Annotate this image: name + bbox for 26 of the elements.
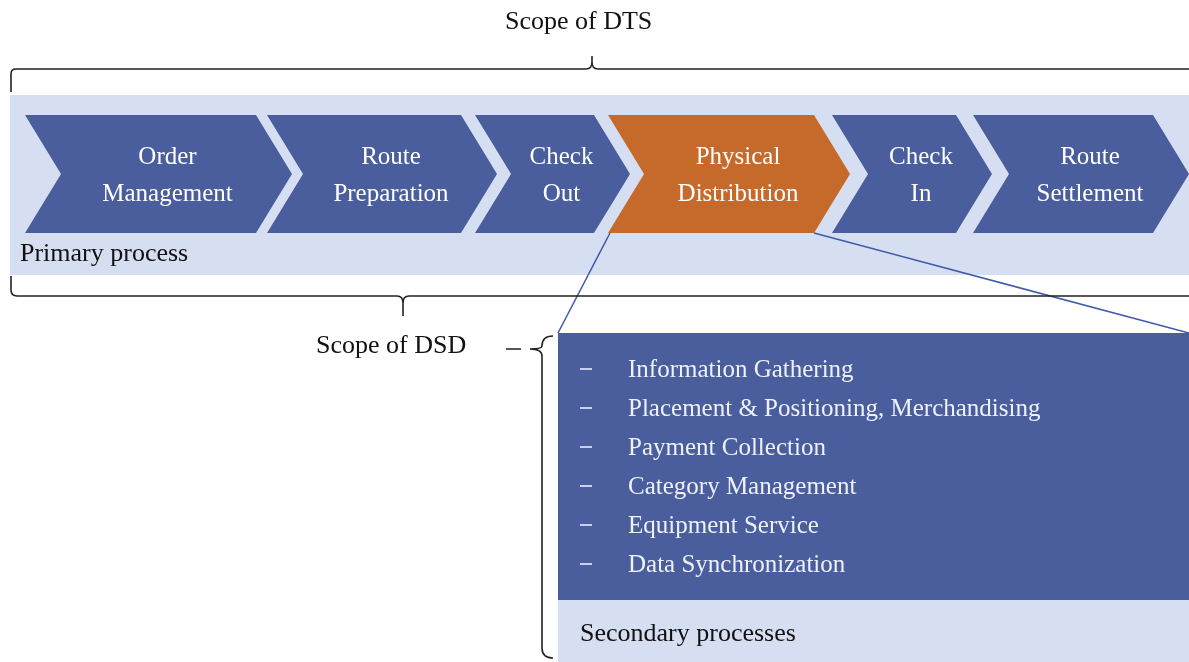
list-item: Category Management [628, 472, 857, 500]
scope-label: Scope of DTS [505, 6, 653, 36]
chevron-step [973, 115, 1189, 233]
step-label: Route Preparation [332, 140, 450, 208]
zoom-line [557, 232, 611, 334]
step-label: Check Out [528, 140, 595, 208]
chevron-step [475, 115, 630, 233]
step-label: Physical Distribution [676, 140, 800, 208]
list-item: Placement & Positioning, Merchandising [628, 394, 1041, 422]
chevron-step [832, 115, 992, 233]
band-label: Primary process [20, 238, 189, 268]
step-label: Route Settlement [1035, 140, 1145, 208]
chevron-step [25, 115, 292, 233]
step-label: Order Management [101, 140, 234, 208]
activity-list-box [558, 333, 1189, 600]
list-item: Equipment Service [628, 511, 819, 539]
list-item: Data Synchronization [628, 550, 846, 578]
list-item: Information Gathering [628, 355, 854, 383]
band-label: Secondary processes [580, 618, 796, 648]
list-item: Payment Collection [628, 433, 826, 461]
chevron-step [267, 115, 497, 233]
step-label: Check In [888, 140, 954, 208]
chevron-step [608, 115, 850, 233]
process-band [558, 333, 1189, 662]
scope-label: Scope of DSD [316, 330, 467, 360]
process-band [10, 95, 1189, 275]
